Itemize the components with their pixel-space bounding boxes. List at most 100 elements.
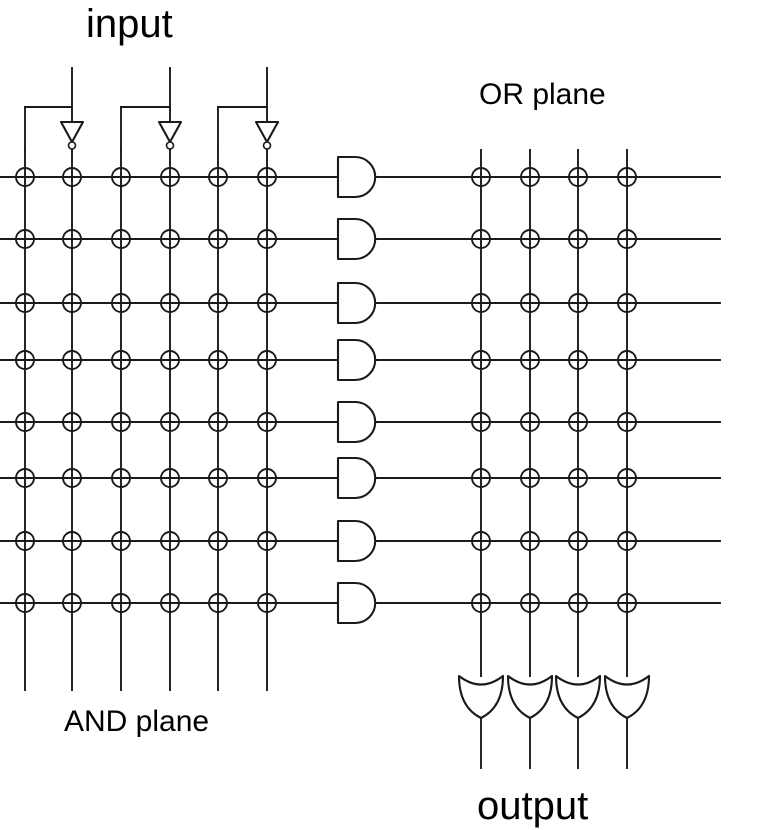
and-crosspoint-r1-c6[interactable] [257, 167, 277, 187]
and-gate-2 [336, 217, 377, 261]
or-crosspoint-r8-c2[interactable] [520, 593, 540, 613]
or-crosspoint-r8-c4[interactable] [617, 593, 637, 613]
or-crosspoint-r4-c3[interactable] [568, 350, 588, 370]
and-gate-5 [336, 400, 377, 444]
and-crosspoint-r7-c1[interactable] [15, 531, 35, 551]
and-crosspoint-r1-c3[interactable] [111, 167, 131, 187]
inverter-group [59, 120, 280, 150]
or-crosspoint-r7-c4[interactable] [617, 531, 637, 551]
inverter-triangle-3 [254, 120, 280, 144]
and-crosspoint-r2-c2[interactable] [62, 229, 82, 249]
crosspoint-node-group [15, 167, 637, 613]
or-crosspoint-r5-c3[interactable] [568, 412, 588, 432]
or-crosspoint-r7-c2[interactable] [520, 531, 540, 551]
and-gate-3 [336, 281, 377, 325]
or-crosspoint-r6-c1[interactable] [471, 468, 491, 488]
inverter-bubble-3 [262, 141, 272, 150]
and-crosspoint-r4-c5[interactable] [208, 350, 228, 370]
and-crosspoint-r4-c1[interactable] [15, 350, 35, 370]
inverter-triangle-1 [59, 120, 85, 144]
or-crosspoint-r3-c4[interactable] [617, 293, 637, 313]
and-gate-6 [336, 456, 377, 500]
or-crosspoint-r1-c3[interactable] [568, 167, 588, 187]
or-crosspoint-r1-c1[interactable] [471, 167, 491, 187]
or-crosspoint-r6-c2[interactable] [520, 468, 540, 488]
and-crosspoint-r6-c1[interactable] [15, 468, 35, 488]
and-crosspoint-r2-c4[interactable] [160, 229, 180, 249]
and-crosspoint-r7-c4[interactable] [160, 531, 180, 551]
or-crosspoint-r4-c1[interactable] [471, 350, 491, 370]
and-crosspoint-r6-c4[interactable] [160, 468, 180, 488]
or-crosspoint-r1-c4[interactable] [617, 167, 637, 187]
and-crosspoint-r7-c2[interactable] [62, 531, 82, 551]
or-gate-3 [554, 674, 602, 720]
or-crosspoint-r8-c3[interactable] [568, 593, 588, 613]
or-crosspoint-r2-c1[interactable] [471, 229, 491, 249]
and-crosspoint-r8-c6[interactable] [257, 593, 277, 613]
or-crosspoint-r3-c1[interactable] [471, 293, 491, 313]
and-crosspoint-r4-c3[interactable] [111, 350, 131, 370]
and-crosspoint-r3-c6[interactable] [257, 293, 277, 313]
and-crosspoint-r2-c1[interactable] [15, 229, 35, 249]
or-crosspoint-r5-c1[interactable] [471, 412, 491, 432]
and-crosspoint-r1-c4[interactable] [160, 167, 180, 187]
output-label: output [477, 784, 589, 828]
and-crosspoint-r6-c3[interactable] [111, 468, 131, 488]
and-crosspoint-r5-c3[interactable] [111, 412, 131, 432]
or-crosspoint-r2-c3[interactable] [568, 229, 588, 249]
and-crosspoint-r8-c1[interactable] [15, 593, 35, 613]
and-crosspoint-r5-c4[interactable] [160, 412, 180, 432]
and-gate-8 [336, 581, 377, 625]
and-crosspoint-r3-c1[interactable] [15, 293, 35, 313]
or-crosspoint-r7-c3[interactable] [568, 531, 588, 551]
or-crosspoint-r5-c2[interactable] [520, 412, 540, 432]
or-crosspoint-r6-c4[interactable] [617, 468, 637, 488]
or-crosspoint-r8-c1[interactable] [471, 593, 491, 613]
and-crosspoint-r3-c3[interactable] [111, 293, 131, 313]
and-crosspoint-r4-c6[interactable] [257, 350, 277, 370]
or-crosspoint-r4-c2[interactable] [520, 350, 540, 370]
and-crosspoint-r2-c3[interactable] [111, 229, 131, 249]
and-plane-column-group [24, 149, 268, 691]
and-crosspoint-r8-c4[interactable] [160, 593, 180, 613]
input-wire-group [24, 67, 268, 151]
or-crosspoint-r5-c4[interactable] [617, 412, 637, 432]
or-plane-label: OR plane [479, 78, 606, 111]
or-crosspoint-r2-c2[interactable] [520, 229, 540, 249]
and-crosspoint-r3-c5[interactable] [208, 293, 228, 313]
or-crosspoint-r3-c2[interactable] [520, 293, 540, 313]
or-crosspoint-r3-c3[interactable] [568, 293, 588, 313]
and-crosspoint-r7-c6[interactable] [257, 531, 277, 551]
and-crosspoint-r2-c6[interactable] [257, 229, 277, 249]
and-crosspoint-r8-c2[interactable] [62, 593, 82, 613]
or-crosspoint-r6-c3[interactable] [568, 468, 588, 488]
or-crosspoint-r4-c4[interactable] [617, 350, 637, 370]
and-crosspoint-r3-c2[interactable] [62, 293, 82, 313]
and-crosspoint-r7-c3[interactable] [111, 531, 131, 551]
and-plane-label: AND plane [64, 705, 210, 738]
and-crosspoint-r8-c3[interactable] [111, 593, 131, 613]
or-gate-2 [506, 674, 554, 720]
and-crosspoint-r6-c2[interactable] [62, 468, 82, 488]
and-crosspoint-r1-c2[interactable] [62, 167, 82, 187]
and-crosspoint-r8-c5[interactable] [208, 593, 228, 613]
or-crosspoint-r7-c1[interactable] [471, 531, 491, 551]
and-crosspoint-r3-c4[interactable] [160, 293, 180, 313]
and-crosspoint-r5-c5[interactable] [208, 412, 228, 432]
and-crosspoint-r6-c5[interactable] [208, 468, 228, 488]
and-crosspoint-r2-c5[interactable] [208, 229, 228, 249]
and-gate-7 [336, 519, 377, 563]
and-crosspoint-r1-c1[interactable] [15, 167, 35, 187]
and-crosspoint-r6-c6[interactable] [257, 468, 277, 488]
and-crosspoint-r7-c5[interactable] [208, 531, 228, 551]
or-crosspoint-r1-c2[interactable] [520, 167, 540, 187]
and-crosspoint-r4-c4[interactable] [160, 350, 180, 370]
inverter-bubble-1 [67, 141, 77, 150]
and-crosspoint-r5-c1[interactable] [15, 412, 35, 432]
and-crosspoint-r5-c2[interactable] [62, 412, 82, 432]
and-crosspoint-r4-c2[interactable] [62, 350, 82, 370]
or-crosspoint-r2-c4[interactable] [617, 229, 637, 249]
and-crosspoint-r5-c6[interactable] [257, 412, 277, 432]
and-crosspoint-r1-c5[interactable] [208, 167, 228, 187]
